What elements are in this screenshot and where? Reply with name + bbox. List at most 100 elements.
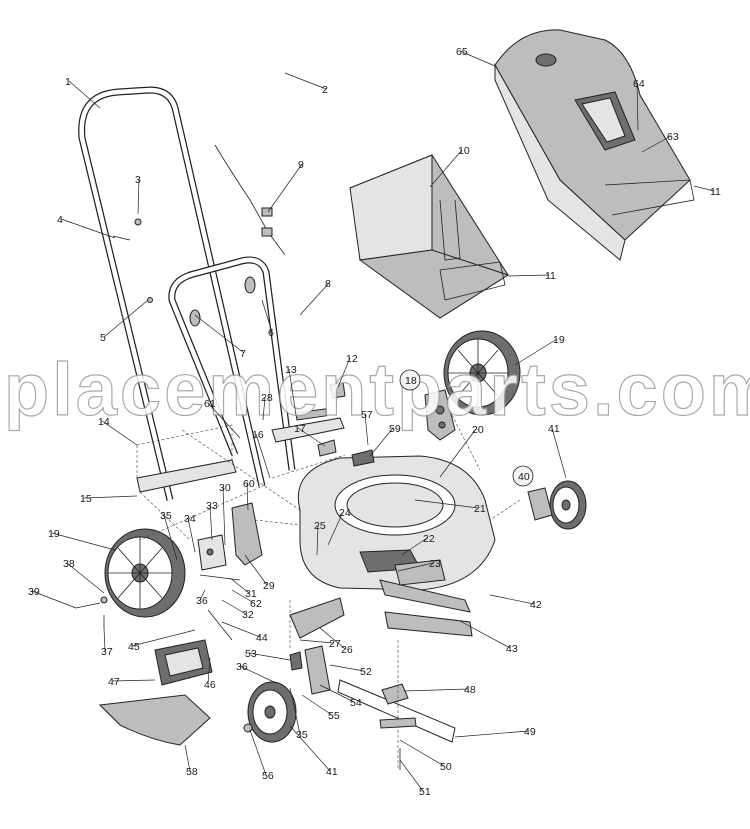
callout-c35b: 35 bbox=[289, 687, 308, 741]
callout-leader-line bbox=[83, 495, 138, 499]
callout-number: 53 bbox=[245, 648, 257, 660]
callout-number: 28 bbox=[261, 392, 273, 404]
callout-c52: 52 bbox=[329, 664, 372, 678]
rear-wheel-left-part bbox=[104, 528, 186, 618]
callout-c19a: 19 bbox=[514, 334, 565, 366]
callout-leader-line bbox=[246, 482, 249, 511]
callout-number: 26 bbox=[341, 644, 353, 656]
callout-number: 7 bbox=[240, 348, 246, 360]
callout-c2: 2 bbox=[284, 72, 328, 96]
callout-number: 62 bbox=[250, 598, 262, 610]
callout-number: 45 bbox=[128, 641, 140, 653]
callout-number: 18 bbox=[405, 375, 417, 387]
callout-number: 8 bbox=[325, 278, 331, 290]
callout-c36b: 36 bbox=[236, 661, 277, 684]
callout-leader-line bbox=[289, 687, 301, 735]
callout-c4: 4 bbox=[57, 214, 116, 239]
callout-number: 50 bbox=[440, 761, 452, 773]
callout-number: 10 bbox=[458, 145, 470, 157]
callout-number: 47 bbox=[108, 676, 120, 688]
callout-number: 36 bbox=[236, 661, 248, 673]
callout-leader-line bbox=[231, 589, 255, 604]
callout-number: 44 bbox=[256, 632, 268, 644]
callout-leader-line bbox=[101, 420, 138, 446]
callout-number: 4 bbox=[57, 214, 63, 226]
callout-c23: 23 bbox=[397, 558, 441, 572]
callout-leader-line bbox=[221, 599, 247, 615]
right-height-adjuster-part bbox=[424, 389, 456, 441]
callout-leader-line bbox=[249, 729, 267, 776]
callout-leader-line bbox=[209, 504, 213, 541]
callout-leader-line bbox=[66, 562, 105, 594]
callout-leader-line bbox=[103, 627, 106, 652]
callout-c14: 14 bbox=[98, 416, 138, 446]
deck-baffle-part bbox=[289, 597, 345, 639]
callout-leader-line bbox=[439, 428, 477, 478]
callout-number: 19 bbox=[48, 528, 60, 540]
callout-leader-line bbox=[103, 299, 149, 338]
callout-number: 59 bbox=[389, 423, 401, 435]
left-height-adjuster-part bbox=[197, 502, 263, 581]
callout-c49: 49 bbox=[454, 726, 536, 738]
callout-c26: 26 bbox=[319, 627, 353, 656]
callout-number: 51 bbox=[419, 786, 431, 798]
callout-c45: 45 bbox=[128, 629, 196, 653]
callout-leader-line bbox=[459, 50, 496, 67]
callout-number: 11 bbox=[545, 270, 556, 282]
callout-number: 38 bbox=[63, 558, 75, 570]
callout-c5: 5 bbox=[100, 299, 149, 344]
callout-number: 6 bbox=[268, 327, 274, 339]
discharge-deflector-part bbox=[98, 694, 211, 746]
callout-c64: 64 bbox=[633, 78, 645, 131]
callout-c34: 34 bbox=[184, 513, 196, 553]
callout-leader-line bbox=[51, 532, 116, 551]
rear-skirt-part bbox=[136, 424, 237, 541]
callout-c40: 40 bbox=[512, 465, 534, 487]
callout-leader-line bbox=[187, 517, 196, 553]
callout-leader-line bbox=[299, 639, 334, 644]
callout-c12: 12 bbox=[337, 353, 358, 388]
callout-c37: 37 bbox=[101, 627, 113, 658]
callout-c28: 28 bbox=[261, 392, 273, 421]
callout-leader-line bbox=[693, 185, 715, 192]
callout-c33: 33 bbox=[206, 500, 218, 541]
callout-c32: 32 bbox=[221, 599, 254, 621]
callout-number: 43 bbox=[506, 643, 518, 655]
callout-number: 41 bbox=[326, 766, 338, 778]
rear-axle-part bbox=[139, 439, 375, 541]
callout-number: 46 bbox=[204, 679, 216, 691]
callout-leader-line bbox=[369, 427, 394, 457]
callout-c1: 1 bbox=[65, 76, 101, 109]
callout-leader-line bbox=[489, 594, 535, 605]
callout-leader-line bbox=[514, 338, 558, 366]
callout-circle bbox=[512, 465, 534, 487]
callout-leader-line bbox=[459, 620, 511, 649]
callout-c63: 63 bbox=[641, 131, 679, 153]
callout-c9: 9 bbox=[267, 159, 304, 213]
callout-c18: 18 bbox=[399, 369, 421, 391]
callout-number: 35 bbox=[296, 729, 308, 741]
callout-c11a: 11 bbox=[507, 270, 556, 282]
callout-leader-line bbox=[297, 427, 326, 447]
callout-c62: 62 bbox=[231, 589, 262, 610]
callout-c60: 60 bbox=[243, 478, 255, 511]
front-wheel-left-part bbox=[243, 681, 297, 743]
callout-leader-line bbox=[255, 433, 271, 479]
callout-c41b: 41 bbox=[289, 725, 338, 778]
callout-number: 16 bbox=[252, 429, 264, 441]
callout-leader-line bbox=[111, 679, 156, 682]
callout-leader-line bbox=[222, 486, 226, 546]
callout-number: 40 bbox=[518, 471, 530, 483]
callout-leader-line bbox=[248, 652, 291, 661]
callout-c19b: 19 bbox=[48, 528, 116, 551]
callout-c29: 29 bbox=[244, 554, 275, 592]
callout-c43: 43 bbox=[459, 620, 518, 655]
callout-number: 55 bbox=[328, 710, 340, 722]
callout-c61: 61 bbox=[204, 398, 241, 439]
callout-c3: 3 bbox=[135, 174, 141, 215]
callout-c57: 57 bbox=[361, 409, 373, 446]
callout-c54: 54 bbox=[319, 684, 362, 709]
callout-number: 13 bbox=[285, 364, 297, 376]
callout-leader-line bbox=[261, 299, 273, 333]
callout-number: 37 bbox=[101, 646, 113, 658]
